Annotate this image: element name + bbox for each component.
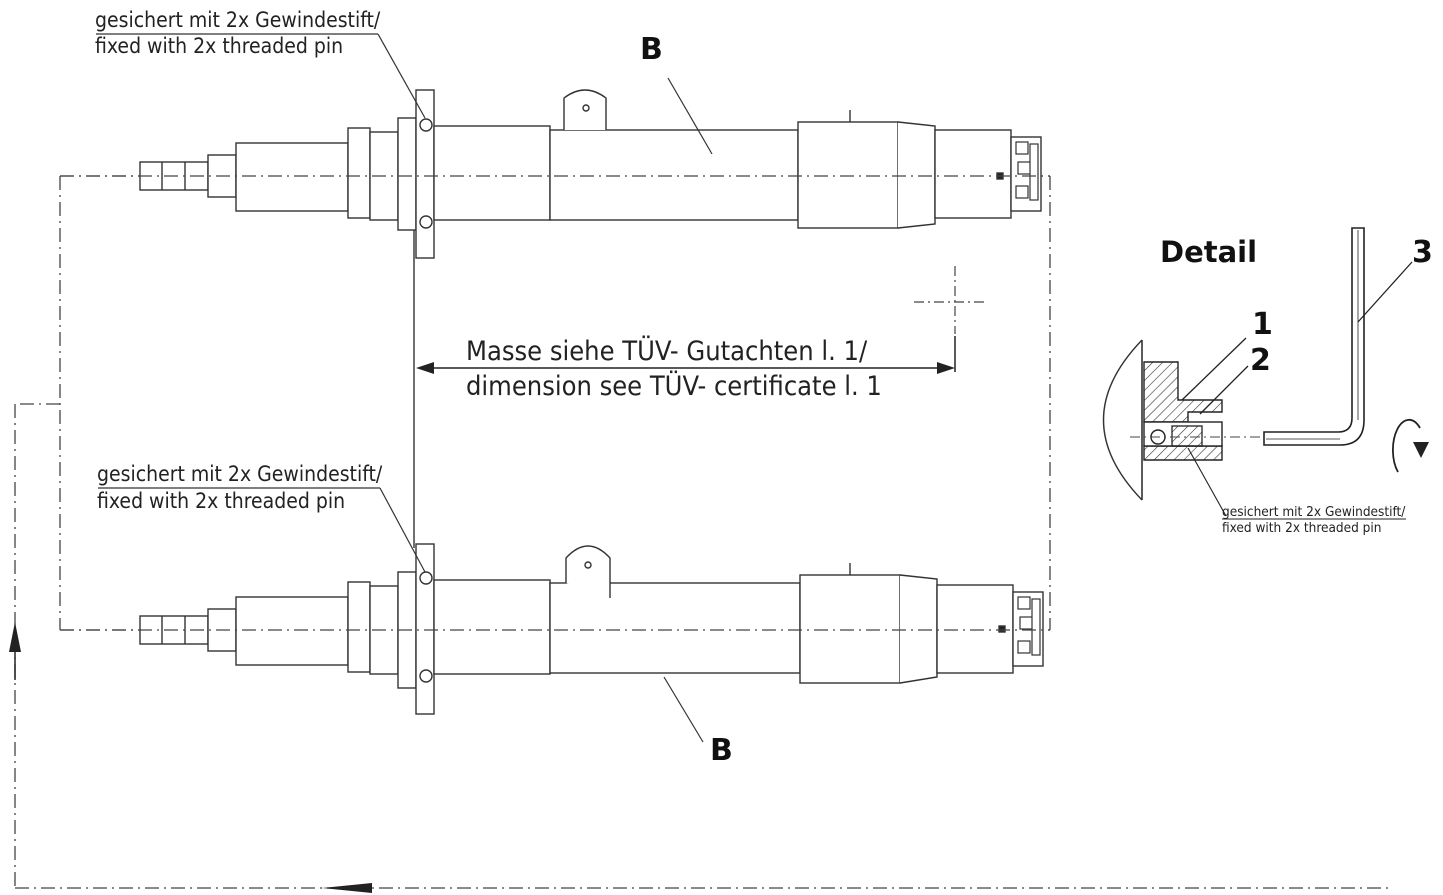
detail-callout-2: 2	[1250, 343, 1271, 378]
detail-view	[1102, 227, 1429, 520]
detail-callout-1: 1	[1252, 307, 1273, 342]
shock-absorber-top	[139, 89, 1042, 259]
note-detail-line2: fixed with 2x threaded pin	[1222, 520, 1382, 536]
dimension-line1: Masse siehe TÜV- Gutachten l. 1/	[466, 336, 868, 367]
detail-callout-3: 3	[1412, 235, 1433, 270]
label-b-bottom: B	[710, 733, 733, 768]
shock-absorber-bottom	[139, 543, 1044, 715]
dimension-arrow	[416, 336, 956, 374]
note-detail-line1: gesichert mit 2x Gewindestift/	[1222, 504, 1406, 520]
crosshair-mark	[914, 266, 984, 334]
note-leaders	[96, 33, 713, 743]
label-b-top: B	[640, 32, 663, 67]
assembly-loop-line	[14, 175, 1388, 889]
detail-title: Detail	[1160, 235, 1258, 269]
dimension-line2: dimension see TÜV- certificate l. 1	[466, 371, 882, 402]
note-mid-line1: gesichert mit 2x Gewindestift/	[97, 462, 383, 486]
flow-arrow-left	[322, 883, 372, 893]
note-mid-line2: fixed with 2x threaded pin	[97, 489, 346, 513]
flow-arrow-up	[9, 622, 21, 680]
note-top-line1: gesichert mit 2x Gewindestift/	[95, 8, 381, 32]
note-top-line2: fixed with 2x threaded pin	[95, 34, 344, 58]
